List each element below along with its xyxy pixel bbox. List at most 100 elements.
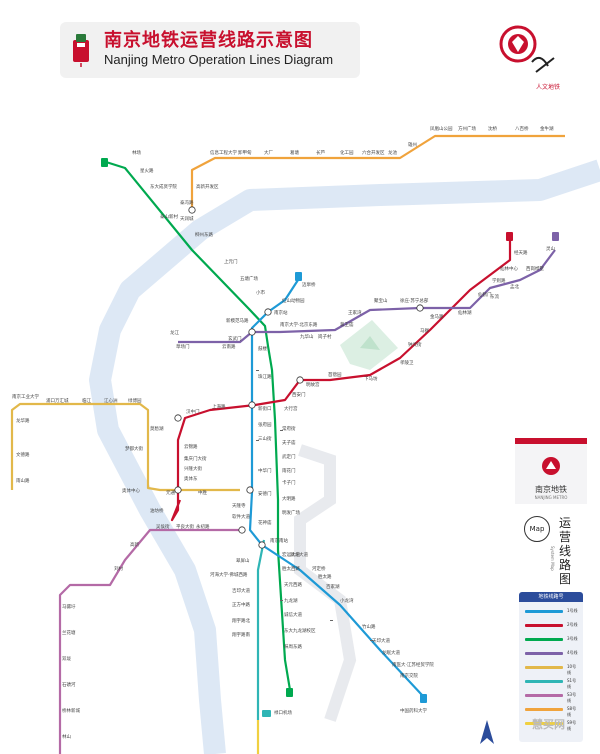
map-title: 南京地铁运营线路示意图	[104, 30, 313, 51]
svg-text:六合开发区: 六合开发区	[362, 149, 385, 156]
svg-text:鼓楼: 鼓楼	[258, 345, 267, 352]
svg-text:莫愁湖: 莫愁湖	[150, 425, 164, 432]
legend-line-row: S3号线	[525, 692, 579, 703]
svg-text:大行宫: 大行宫	[284, 405, 298, 412]
legend-title: 运营线路图	[559, 516, 572, 586]
svg-text:集庆门大街: 集庆门大街	[184, 455, 207, 462]
svg-text:雨山路: 雨山路	[16, 477, 30, 484]
svg-text:卡子门: 卡子门	[282, 479, 296, 486]
svg-text:珠江路: 珠江路	[258, 373, 272, 380]
svg-text:新模范马路: 新模范马路	[226, 317, 249, 324]
svg-text:龙华路: 龙华路	[16, 417, 30, 424]
svg-text:软件大道: 软件大道	[232, 513, 250, 520]
legend-line-label: 2号线	[567, 622, 578, 627]
svg-text:九华山: 九华山	[300, 333, 314, 340]
svg-text:九龙湖: 九龙湖	[284, 597, 298, 604]
north-arrow-icon	[480, 720, 494, 744]
svg-text:上海路: 上海路	[212, 403, 226, 410]
svg-text:胜太西路: 胜太西路	[282, 565, 300, 572]
svg-text:卸甲甸: 卸甲甸	[238, 149, 252, 156]
svg-text:孝陵卫: 孝陵卫	[400, 359, 414, 366]
svg-text:三山街: 三山街	[258, 435, 272, 442]
legend-lines-title: 地铁线路号	[519, 592, 583, 602]
svg-text:翔宇路南: 翔宇路南	[232, 631, 250, 638]
svg-text:王家湾: 王家湾	[348, 309, 362, 316]
svg-text:诚信大道: 诚信大道	[284, 611, 302, 618]
svg-text:星火路: 星火路	[140, 167, 154, 174]
svg-text:宏运大道: 宏运大道	[282, 551, 300, 558]
svg-text:梦都大街: 梦都大街	[125, 445, 143, 452]
legend-panel: 南京地铁 NANJING METRO Map 运营线路图 System Map …	[515, 438, 587, 754]
svg-text:金牛湖: 金牛湖	[540, 125, 554, 132]
svg-text:仙鹤门: 仙鹤门	[478, 291, 492, 298]
svg-text:天润城: 天润城	[180, 215, 194, 222]
svg-text:天元西路: 天元西路	[284, 581, 302, 588]
svg-text:灵山: 灵山	[546, 245, 555, 252]
title-panel: 南京地铁运营线路示意图 Nanjing Metro Operation Line…	[60, 22, 360, 78]
legend-line-label: S9号线	[567, 720, 577, 731]
svg-text:学则路: 学则路	[492, 277, 506, 284]
svg-text:绿博园: 绿博园	[128, 397, 142, 404]
legend-line-row: S1号线	[525, 678, 579, 689]
svg-text:聚宝山: 聚宝山	[374, 297, 388, 304]
svg-text:金马路: 金马路	[430, 313, 444, 320]
svg-text:大厂: 大厂	[264, 149, 273, 156]
svg-text:红山动物园: 红山动物园	[282, 297, 305, 304]
svg-text:文德路: 文德路	[16, 451, 30, 458]
svg-text:马群: 马群	[420, 327, 429, 334]
svg-text:小市: 小市	[256, 289, 265, 296]
svg-text:凤凰山公园: 凤凰山公园	[430, 125, 453, 132]
legend-line-label: 1号线	[567, 608, 578, 613]
line-s1	[256, 539, 266, 720]
svg-text:天印大道: 天印大道	[372, 637, 390, 644]
legend-brand-en: NANJING METRO	[534, 495, 568, 500]
svg-text:仙林中心: 仙林中心	[500, 265, 518, 272]
svg-text:化工园: 化工园	[340, 149, 354, 156]
svg-text:夫子庙: 夫子庙	[282, 439, 296, 446]
svg-text:安德门: 安德门	[258, 490, 272, 497]
svg-text:平良大街: 平良大街	[176, 523, 194, 530]
legend-line-swatch	[525, 694, 563, 697]
svg-text:孟北: 孟北	[510, 283, 519, 290]
svg-text:钟灵街: 钟灵街	[408, 341, 422, 348]
legend-line-label: 10号线	[567, 664, 577, 675]
svg-text:吴侯街: 吴侯街	[156, 523, 170, 530]
legend-line-swatch	[525, 610, 563, 613]
svg-text:蒋王庙: 蒋王庙	[340, 321, 354, 328]
svg-text:方州广场: 方州广场	[458, 125, 476, 132]
svg-text:苜蓿园: 苜蓿园	[328, 371, 342, 378]
svg-text:雄州: 雄州	[408, 141, 417, 148]
svg-text:临江: 临江	[82, 397, 91, 404]
svg-text:汉中门: 汉中门	[186, 408, 200, 415]
svg-text:柳州东路: 柳州东路	[195, 231, 213, 238]
svg-text:龙江: 龙江	[170, 329, 179, 336]
legend-line-swatch	[525, 708, 563, 711]
svg-text:东流: 东流	[490, 293, 499, 300]
map-subtitle: Nanjing Metro Operation Lines Diagram	[104, 52, 334, 67]
svg-text:高新: 高新	[130, 541, 139, 548]
svg-text:明发广场: 明发广场	[282, 509, 300, 516]
svg-text:百家湖: 百家湖	[326, 583, 340, 590]
svg-text:小龙湾: 小龙湾	[340, 597, 354, 604]
svg-text:兴隆大街: 兴隆大街	[184, 465, 202, 472]
svg-text:翔宇路北: 翔宇路北	[232, 617, 250, 624]
svg-text:新街口: 新街口	[258, 405, 272, 412]
svg-text:迈皋桥: 迈皋桥	[302, 281, 316, 288]
svg-text:南京交院: 南京交院	[400, 672, 418, 679]
legend-line-swatch	[525, 722, 563, 725]
svg-text:河定桥: 河定桥	[312, 565, 326, 572]
svg-text:中胜: 中胜	[198, 489, 207, 496]
legend-line-label: S8号线	[567, 706, 577, 717]
legend-line-row: 2号线	[525, 622, 579, 628]
svg-text:南京南站: 南京南站	[270, 537, 288, 544]
svg-text:兰花塘: 兰花塘	[62, 629, 76, 636]
svg-text:翠屏山: 翠屏山	[236, 557, 250, 564]
svg-text:雨花门: 雨花门	[282, 467, 296, 474]
legend-line-label: 4号线	[567, 650, 578, 655]
svg-text:五塘广场: 五塘广场	[240, 275, 258, 282]
svg-text:南京工业大学: 南京工业大学	[12, 393, 39, 400]
svg-text:河海大学·佛城西路: 河海大学·佛城西路	[210, 571, 248, 578]
svg-text:双垅: 双垅	[62, 655, 71, 662]
svg-text:林场: 林场	[132, 149, 141, 156]
svg-text:奥体东: 奥体东	[184, 475, 198, 482]
